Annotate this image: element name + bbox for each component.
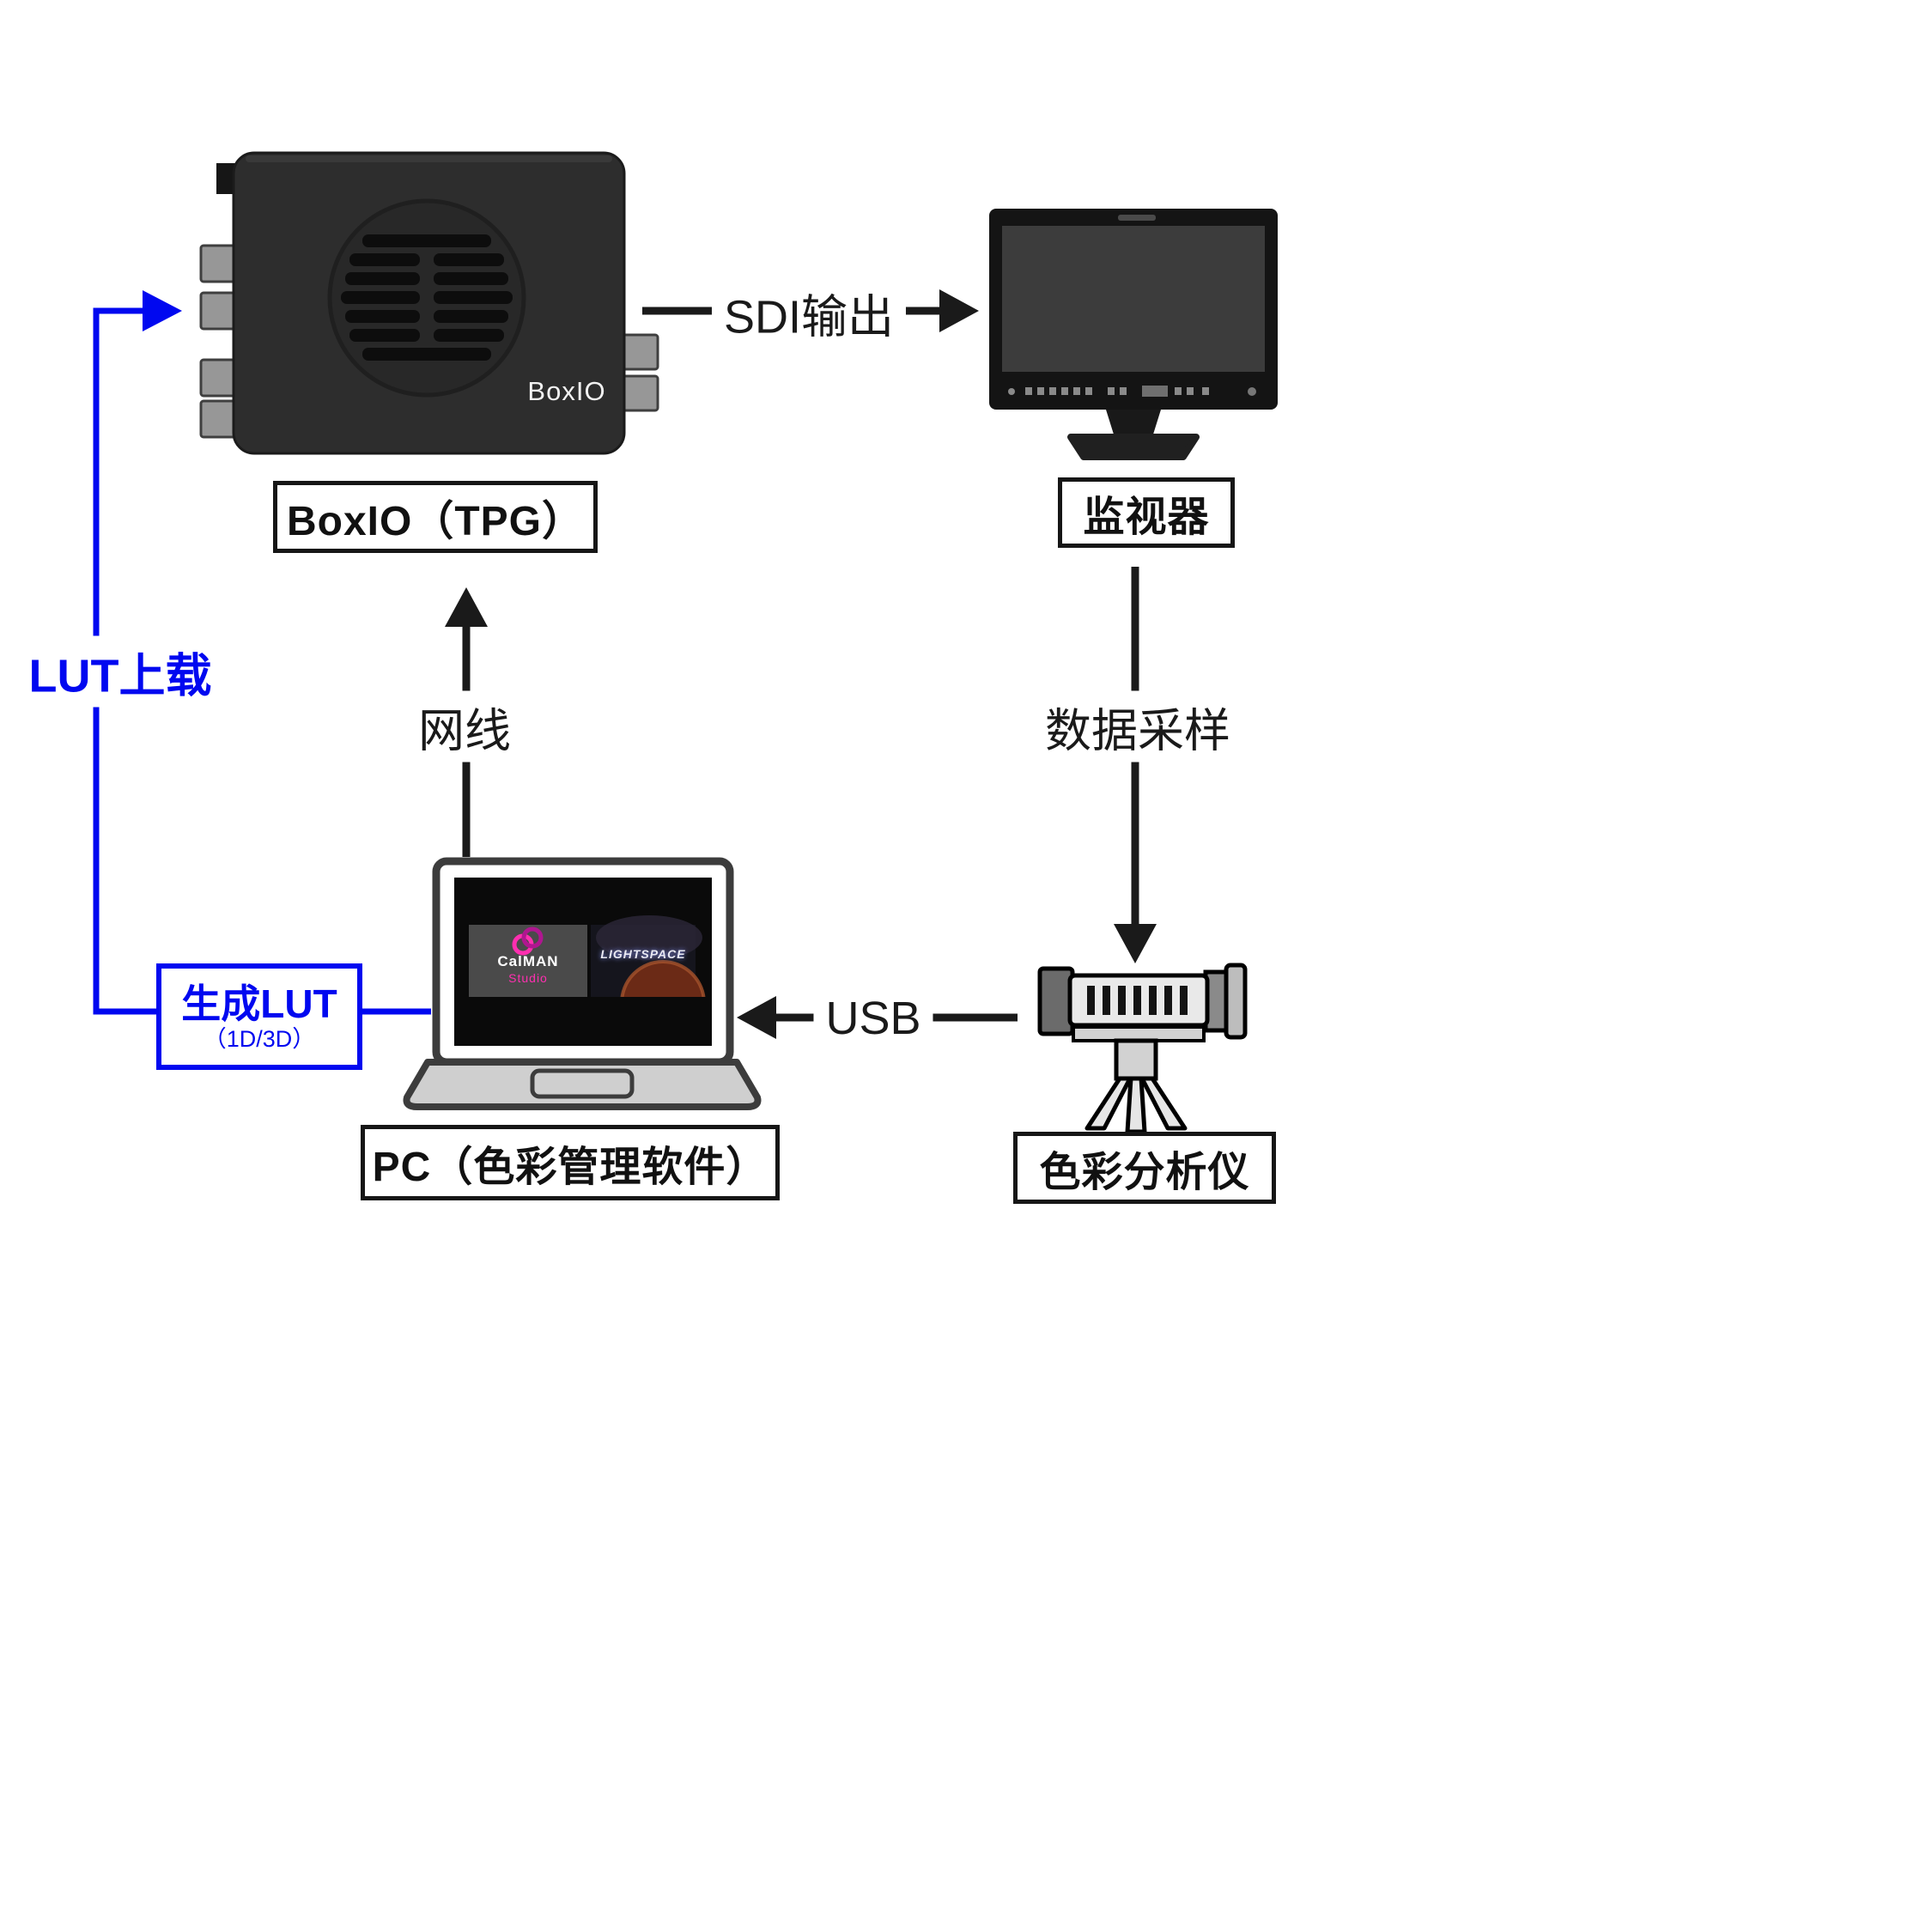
usb-arrowhead-icon [737, 996, 776, 1039]
lightspace-title: LIGHTSPACE [600, 947, 686, 961]
generate-lut-label: 生成LUT [181, 981, 337, 1026]
monitor-device [989, 209, 1278, 460]
sdi-arrowhead-icon [939, 289, 979, 332]
calman-title: CalMAN [497, 953, 559, 969]
pc-label: PC（色彩管理软件） [361, 1125, 780, 1200]
usb-label: USB [813, 990, 933, 1047]
laptop-device [403, 857, 762, 1110]
boxio-bnc-left [199, 244, 239, 439]
generate-lut-sublabel: （1D/3D） [203, 1025, 316, 1052]
calman-subtitle: Studio [508, 971, 548, 985]
monitor-controls [1008, 386, 1256, 397]
boxio-grille-icon [327, 198, 526, 398]
boxio-bnc-right [618, 333, 659, 412]
boxio-device-logo: BoxIO [527, 376, 606, 406]
lut-upload-label: LUT上载 [16, 635, 224, 708]
calman-logo-icon [469, 925, 587, 997]
color-analyzer-device [1037, 963, 1248, 1134]
data-sampling-label: 数据采样 [1033, 690, 1242, 762]
ethernet-label: 网线 [406, 690, 523, 762]
analyzer-label: 色彩分析仪 [1013, 1132, 1276, 1204]
sampling-arrow [1114, 567, 1157, 963]
generate-lut-box: 生成LUT （1D/3D） [156, 963, 362, 1070]
tripod-icon [1084, 1076, 1188, 1134]
boxio-label: BoxIO（TPG） [273, 481, 598, 553]
sampling-arrowhead-icon [1114, 924, 1157, 963]
sdi-output-label: SDI输出 [711, 276, 907, 349]
boxio-device [199, 151, 659, 455]
ethernet-arrowhead-icon [445, 587, 488, 627]
lut-upload-arrowhead-icon [143, 290, 182, 331]
monitor-label: 监视器 [1058, 477, 1235, 548]
